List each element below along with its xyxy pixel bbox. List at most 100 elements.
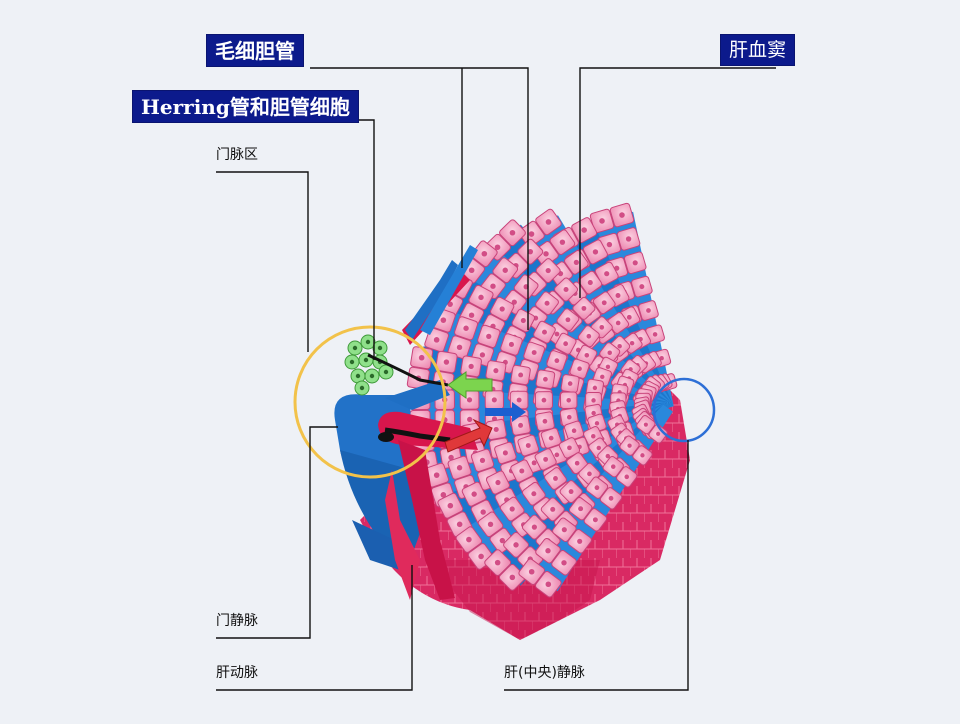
cell-nucleus <box>563 341 569 347</box>
cell-nucleus <box>615 320 621 326</box>
cell-nucleus <box>624 474 630 480</box>
cell-nucleus <box>608 495 614 501</box>
cell-nucleus <box>567 381 573 386</box>
cell-nucleus <box>447 502 454 509</box>
cell-nucleus <box>544 300 550 306</box>
cell-nucleus <box>640 453 645 458</box>
blood-flow-arrow <box>444 418 493 453</box>
cell-nucleus <box>592 517 598 523</box>
cell-nucleus <box>480 509 486 515</box>
cell-nucleus <box>601 300 607 306</box>
cell-nucleus <box>509 229 516 236</box>
hepatocyte-plate <box>424 399 657 508</box>
cell-nucleus <box>418 354 425 361</box>
cell-nucleus <box>586 333 592 339</box>
cell-nucleus <box>574 460 580 466</box>
sinusoid-flow-arrow <box>485 402 526 422</box>
cell-nucleus <box>493 426 499 433</box>
cell-nucleus <box>456 465 463 471</box>
cell-nucleus <box>554 452 560 458</box>
cell-nucleus <box>456 521 463 528</box>
cell-nucleus <box>468 363 474 369</box>
bile-flow-arrow <box>447 371 493 399</box>
cell-nucleus <box>518 422 524 428</box>
cell-nucleus <box>520 317 526 324</box>
cell-nucleus <box>568 489 574 495</box>
cell-nucleus <box>493 368 499 374</box>
bile-canal-lines <box>367 353 451 443</box>
cell-nucleus <box>545 267 551 274</box>
cell-nucleus <box>639 284 645 290</box>
cell-nucleus <box>592 385 598 391</box>
cell-nucleus <box>440 317 447 323</box>
cell-nucleus <box>456 344 463 351</box>
central-vein-ring <box>652 377 716 443</box>
cell-nucleus <box>531 350 537 356</box>
cell-nucleus <box>591 398 596 403</box>
bile-duct-vessel <box>405 245 478 340</box>
cell-nucleus <box>502 267 508 273</box>
cell-nucleus <box>518 372 524 378</box>
cell-nucleus <box>481 250 488 257</box>
cell-nucleus <box>591 410 596 416</box>
cell-nucleus <box>604 271 610 277</box>
label-central-vein: 肝(中央)静脉 <box>504 665 585 681</box>
cell-nucleus <box>548 435 554 441</box>
cell-nucleus <box>448 454 454 461</box>
label-bile-canaliculus: 毛细胆管 <box>206 34 304 67</box>
cell-nucleus <box>578 506 584 512</box>
cell-nucleus <box>554 358 560 364</box>
cell-nucleus <box>577 366 582 372</box>
cell-nucleus <box>626 314 632 320</box>
cell-nucleus <box>490 283 496 289</box>
cell-nucleus <box>559 239 566 245</box>
cell-nucleus <box>629 340 635 346</box>
cell-nucleus <box>478 294 484 301</box>
cell-nucleus <box>468 312 475 318</box>
cell-nucleus <box>561 527 567 533</box>
label-portal-vein: 门静脉 <box>216 613 258 629</box>
cell-nucleus <box>656 431 661 436</box>
cell-nucleus <box>573 259 579 265</box>
cell-nucleus <box>479 457 486 463</box>
cell-nucleus <box>499 306 505 312</box>
cell-nucleus <box>625 236 632 242</box>
cell-nucleus <box>541 397 547 403</box>
cell-nucleus <box>605 364 611 370</box>
cell-nucleus <box>566 397 572 403</box>
cell-nucleus <box>596 445 602 451</box>
cell-nucleus <box>525 443 531 448</box>
cell-nucleus <box>577 538 583 544</box>
cell-nucleus <box>519 468 525 474</box>
cell-nucleus <box>479 352 486 358</box>
cell-nucleus <box>478 553 484 560</box>
cell-nucleus <box>584 352 590 358</box>
cell-nucleus <box>550 506 556 512</box>
hering-cell-nucleus <box>359 385 365 391</box>
cell-nucleus <box>591 433 596 439</box>
cell-nucleus <box>646 308 651 313</box>
cell-nucleus <box>600 374 605 380</box>
hering-cell-nucleus <box>363 357 369 363</box>
cell-nucleus <box>545 219 552 225</box>
cell-nucleus <box>527 248 534 255</box>
cell-nucleus <box>606 241 613 248</box>
cell-nucleus <box>599 218 605 224</box>
cell-nucleus <box>643 422 648 427</box>
cell-nucleus <box>652 332 658 337</box>
cell-nucleus <box>495 479 501 486</box>
label-portal-area: 门脉区 <box>216 147 258 163</box>
cell-nucleus <box>528 231 535 237</box>
cell-nucleus <box>440 492 447 498</box>
cell-nucleus <box>543 456 549 462</box>
cell-nucleus <box>509 574 516 581</box>
hering-canal-cells <box>344 334 394 396</box>
cell-nucleus <box>471 491 477 497</box>
cell-nucleus <box>466 397 473 403</box>
hering-cell-nucleus <box>355 373 361 379</box>
hering-cell-nucleus <box>377 345 383 351</box>
cell-nucleus <box>553 476 558 481</box>
cell-nucleus <box>619 212 625 218</box>
cell-nucleus <box>486 333 492 339</box>
